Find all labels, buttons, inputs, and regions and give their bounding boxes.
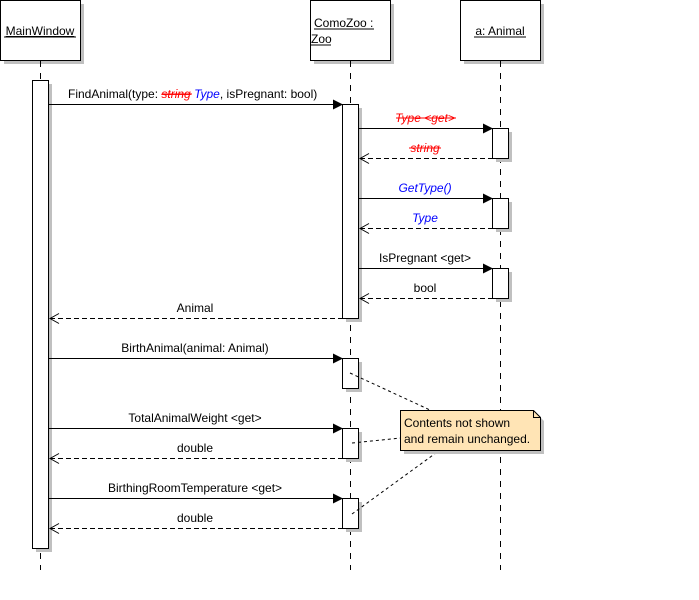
message-label-birth-animal: BirthAnimal(animal: Animal)	[121, 341, 268, 355]
message-label-double-return-2: double	[177, 511, 213, 525]
activation-animal-3	[492, 268, 512, 302]
lifeline-head-animal[interactable]: a: Animal	[460, 0, 545, 65]
message-label-type-return: Type	[412, 211, 438, 225]
message-label-birthing-temp: BirthingRoomTemperature <get>	[108, 481, 282, 495]
message-string-return[interactable]: string	[360, 141, 492, 159]
message-type-return[interactable]: Type	[360, 211, 492, 229]
message-bool-return[interactable]: bool	[360, 281, 492, 299]
message-label-find-animal: FindAnimal(type: string Type, isPregnant…	[68, 87, 317, 101]
note[interactable]: Contents not shown and remain unchanged.	[400, 410, 545, 455]
message-animal-return[interactable]: Animal	[50, 301, 342, 319]
activation-animal-1	[492, 128, 512, 162]
message-double-return-2[interactable]: double	[50, 511, 342, 529]
message-label-double-return-1: double	[177, 441, 213, 455]
message-label-bool-return: bool	[414, 281, 437, 295]
activation-animal-2	[492, 198, 512, 232]
activation-comozoo-birthanimal	[342, 358, 362, 392]
message-label-animal-return: Animal	[177, 301, 214, 315]
note-text-line1: Contents not shown	[404, 416, 510, 430]
message-label-get-type: GetType()	[398, 181, 451, 195]
lifeline-name-animal: a: Animal	[475, 24, 524, 38]
message-get-type[interactable]: GetType()	[359, 181, 493, 204]
message-birthing-temp[interactable]: BirthingRoomTemperature <get>	[49, 481, 343, 504]
activation-comozoo-temperature	[342, 498, 362, 532]
note-connector-birthanimal	[349, 372, 431, 411]
note-connectors	[349, 372, 441, 515]
message-is-pregnant[interactable]: IsPregnant <get>	[359, 251, 493, 274]
activation-mainwindow	[32, 80, 52, 552]
message-label-total-weight: TotalAnimalWeight <get>	[128, 411, 261, 425]
activation-comozoo-findanimal	[342, 104, 362, 322]
note-connector-temperature	[351, 449, 441, 515]
lifeline-name-comozoo-line1: ComoZoo :	[314, 16, 373, 30]
note-fold-icon	[533, 410, 541, 418]
message-find-animal[interactable]: FindAnimal(type: string Type, isPregnant…	[49, 87, 343, 110]
note-text-line2: and remain unchanged.	[404, 432, 530, 446]
lifeline-head-comozoo[interactable]: ComoZoo : Zoo	[310, 0, 395, 65]
message-label-is-pregnant: IsPregnant <get>	[379, 251, 471, 265]
added-type: Type	[194, 87, 220, 101]
message-type-get[interactable]: Type <get>	[359, 111, 493, 134]
message-birth-animal[interactable]: BirthAnimal(animal: Animal)	[49, 341, 343, 364]
lifeline-name-comozoo-line2: Zoo	[311, 32, 332, 46]
activation-comozoo-totalweight	[342, 428, 362, 462]
message-double-return-1[interactable]: double	[50, 441, 342, 459]
note-connector-totalweight	[351, 437, 402, 444]
lifeline-name-mainwindow: MainWindow	[6, 24, 75, 38]
message-total-weight[interactable]: TotalAnimalWeight <get>	[49, 411, 343, 434]
lifeline-head-mainwindow[interactable]: MainWindow	[0, 0, 85, 65]
